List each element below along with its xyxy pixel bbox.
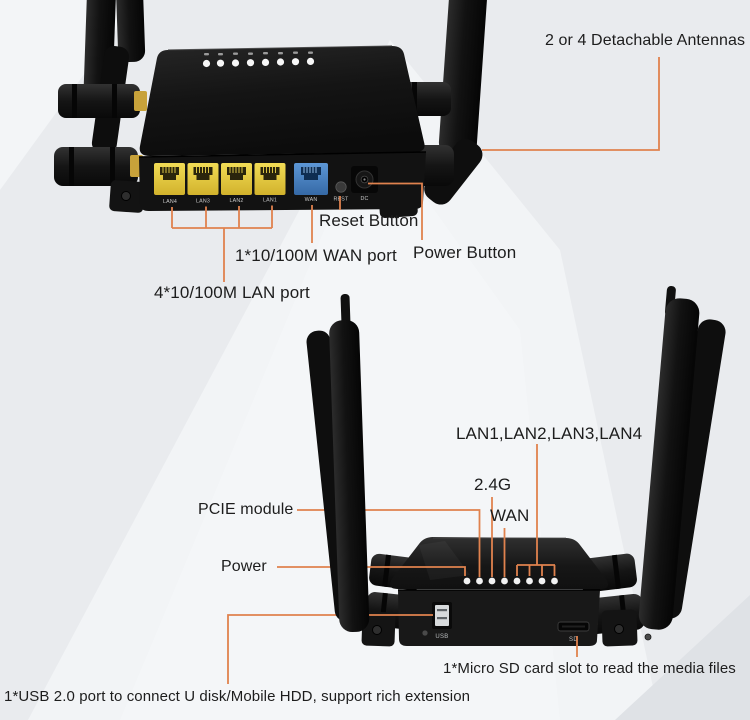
annotation-line-power [368,182,423,240]
antenna-connector [58,84,147,118]
usb-port [432,602,452,629]
reset-button [335,181,347,193]
bottom-router-antennas [306,286,726,633]
port-label-sd: SD [569,637,578,643]
sd-slot-label: 1*Micro SD card slot to read the media f… [443,660,736,677]
lan4-port [154,163,185,195]
wan-led-label: WAN [490,506,530,525]
annotation-line-lan-leds [516,444,556,576]
annotation-line-lan [171,205,273,282]
bottom-right-antennas [638,286,726,630]
top-annotation-lines [171,57,660,282]
screw [421,629,429,637]
port-label-usb: USB [435,634,448,640]
wifi-24g-label: 2.4G [474,475,512,494]
wan-port-label: 1*10/100M WAN port [235,246,397,265]
port-label-lan2: LAN2 [229,198,243,204]
antenna-connector [54,147,143,186]
screw [644,633,652,641]
lan1-port [254,163,286,195]
wan-port [294,163,328,195]
lan-ports [154,163,286,195]
power-button-label: Power Button [413,243,517,262]
bottom-left-antennas [306,293,370,633]
lan2-port [221,163,252,195]
bottom-router: USB SD [361,537,652,647]
annotation-line-antennas [482,57,660,151]
sd-card-slot [557,621,590,632]
port-label-wan: WAN [305,197,318,203]
power-led-label: Power [221,558,267,575]
port-label-lan1: LAN1 [263,198,277,204]
dc-power-jack [351,166,378,193]
led-indicators-top [202,51,315,68]
port-label-lan3: LAN3 [196,199,210,205]
reset-button-label: Reset Button [319,211,419,230]
antennas-label: 2 or 4 Detachable Antennas [545,32,746,49]
lan3-port [187,163,219,195]
usb-port-label: 1*USB 2.0 port to connect U disk/Mobile … [4,688,471,705]
mounting-tabs-bottom [361,609,638,647]
port-label-reset: REST [334,197,349,203]
top-router-left-antennas [54,0,147,186]
lan-port-label: 4*10/100M LAN port [154,283,310,302]
led-indicators-bottom [463,577,558,585]
top-router-top-face [139,46,425,156]
pcie-module-label: PCIE module [198,501,294,518]
port-label-lan4: LAN4 [163,199,177,205]
port-label-dc: DC [360,196,368,202]
lan-leds-label: LAN1,LAN2,LAN3,LAN4 [456,424,643,443]
bottom-router-top-face [390,537,608,589]
top-router: LAN4 LAN3 LAN2 LAN1 WAN REST DC [54,0,487,218]
